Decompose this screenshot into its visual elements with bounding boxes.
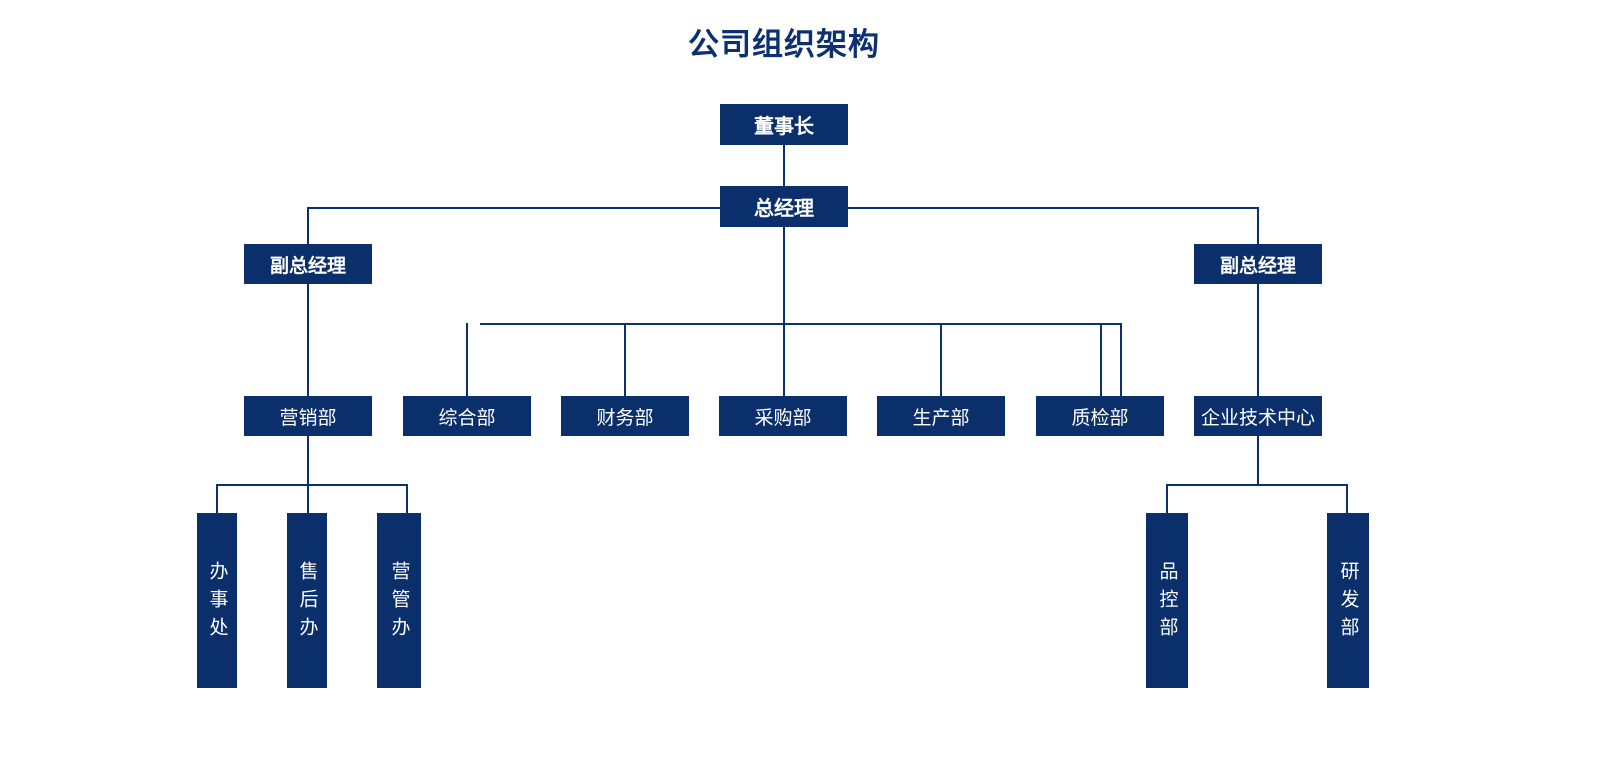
connector-bus-departments [480,323,1122,325]
connector-tech-center-stem [1257,436,1259,485]
connector-drop-general-affairs [466,323,468,396]
node-finance-label: 财务部 [596,407,654,429]
node-general-affairs[interactable]: 综合部 [403,396,531,436]
node-deputy-gm-right-label: 副总经理 [1219,255,1296,277]
node-quality-control[interactable]: 品控部 [1146,513,1188,688]
node-office-label: 办事处 [206,560,228,645]
node-after-sales[interactable]: 售后办 [287,513,327,688]
connector-drop-procurement [783,323,785,396]
node-general-affairs-label: 综合部 [438,407,496,429]
node-deputy-gm-left[interactable]: 副总经理 [244,244,372,284]
node-general-manager-label: 总经理 [754,198,814,220]
connector-gm-to-dept-bus [783,226,785,325]
connector-bus-tech-center-children [1166,484,1348,486]
node-deputy-gm-left-label: 副总经理 [269,255,346,277]
node-after-sales-label: 售后办 [296,560,318,645]
node-research-development[interactable]: 研发部 [1327,513,1369,688]
node-quality-control-label: 品控部 [1156,560,1178,645]
node-tech-center-label: 企业技术中心 [1200,407,1315,429]
connector-drop-office [216,484,218,514]
node-general-manager[interactable]: 总经理 [720,186,848,227]
connector-drop-finance [624,323,626,396]
node-production-label: 生产部 [912,407,970,429]
node-marketing-admin[interactable]: 营管办 [377,513,421,688]
node-procurement[interactable]: 采购部 [719,396,847,436]
node-chairman[interactable]: 董事长 [720,104,848,145]
page-title: 公司组织架构 [688,27,880,62]
connector-drop-production [940,323,942,396]
connector-drop-quality-control [1166,484,1168,514]
node-marketing-label: 营销部 [279,407,337,429]
node-chairman-label: 董事长 [754,116,814,138]
connector-bus-marketing-children [216,484,408,486]
node-marketing-admin-label: 营管办 [388,560,410,645]
node-tech-center[interactable]: 企业技术中心 [1194,396,1322,436]
connector-right-deputy-vertical [1257,207,1259,396]
connector-bus-right-riser [1120,323,1122,396]
connector-drop-after-sales [307,484,309,514]
node-research-development-label: 研发部 [1337,560,1359,645]
connector-bus-left-riser [466,323,468,325]
connector-chairman-to-gm [783,144,785,186]
node-finance[interactable]: 财务部 [561,396,689,436]
node-deputy-gm-right[interactable]: 副总经理 [1194,244,1322,284]
node-marketing[interactable]: 营销部 [244,396,372,436]
connector-left-deputy-vertical [307,207,309,396]
node-procurement-label: 采购部 [754,407,812,429]
connector-drop-marketing-admin [406,484,408,514]
connector-marketing-stem [307,436,309,485]
connector-drop-research-development [1346,484,1348,514]
connector-drop-quality-inspection [1100,323,1102,396]
node-office[interactable]: 办事处 [197,513,237,688]
node-quality-inspection-label: 质检部 [1071,407,1129,429]
node-production[interactable]: 生产部 [877,396,1005,436]
node-quality-inspection[interactable]: 质检部 [1036,396,1164,436]
